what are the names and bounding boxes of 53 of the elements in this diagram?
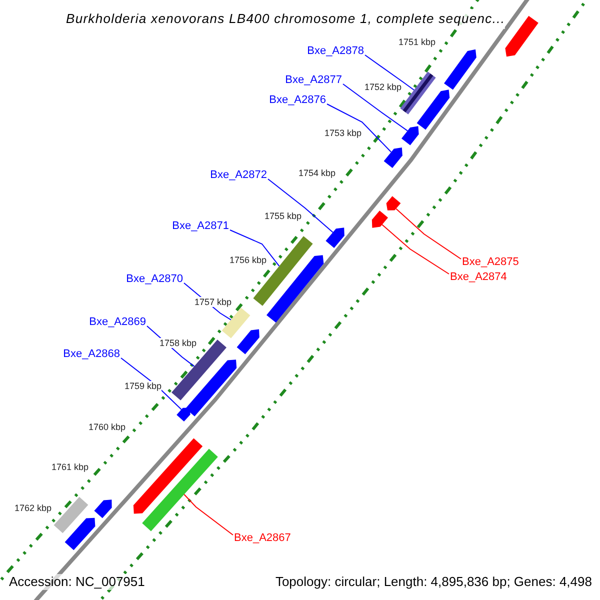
tick-label: 1756 kbp — [229, 255, 267, 265]
gene-block — [94, 500, 112, 518]
map-title: Burkholderia xenovorans LB400 chromosome 1, complete sequenc... — [66, 9, 506, 28]
leader-line — [326, 104, 392, 152]
leader-line — [342, 84, 408, 132]
tick-label: 1759 kbp — [124, 381, 162, 391]
tick-label: 1753 kbp — [324, 128, 362, 138]
tick-label: 1755 kbp — [264, 211, 302, 221]
gene-block — [416, 90, 450, 130]
leader-line — [230, 230, 280, 267]
gene-label: Bxe_A2867 — [234, 531, 291, 545]
gene-label: Bxe_A2869 — [89, 315, 146, 329]
gene-bar — [142, 448, 218, 532]
tick-label: 1754 kbp — [298, 168, 336, 178]
gene-label: Bxe_A2870 — [126, 272, 183, 286]
gene-label: Bxe_A2875 — [462, 255, 519, 269]
gene-block — [176, 408, 190, 422]
gene-label: Bxe_A2874 — [450, 270, 507, 284]
gene-block — [402, 126, 419, 146]
gene-bar — [54, 496, 88, 534]
tick-label: 1761 kbp — [51, 462, 89, 472]
gene-block — [505, 16, 538, 57]
leader-line — [382, 224, 450, 274]
accession-text: Accession: NC_007951 — [9, 574, 145, 590]
genome-stats-text: Topology: circular; Length: 4,895,836 bp; Genes: 4,498 — [275, 574, 592, 590]
gene-bar — [253, 236, 313, 306]
gene-bar — [222, 308, 250, 338]
tick-label: 1762 kbp — [14, 503, 52, 513]
tick-label: 1751 kbp — [398, 37, 436, 47]
gene-block — [444, 49, 476, 90]
gene-block — [384, 148, 402, 168]
tick-label: 1760 kbp — [88, 422, 126, 432]
tick-label: 1752 kbp — [364, 82, 402, 92]
gene-label: Bxe_A2871 — [172, 219, 229, 233]
gene-label: Bxe_A2868 — [63, 347, 120, 361]
leader-line — [364, 54, 414, 90]
leader-line — [396, 208, 462, 260]
gene-block — [326, 228, 344, 248]
gene-block — [236, 329, 260, 354]
gene-block — [266, 255, 324, 323]
gene-label: Bxe_A2878 — [307, 44, 364, 58]
tick-label: 1757 kbp — [194, 297, 232, 307]
leader-line — [268, 178, 334, 233]
gene-label: Bxe_A2876 — [269, 93, 326, 107]
gene-block — [64, 518, 96, 550]
gene-label: Bxe_A2877 — [285, 73, 342, 87]
gene-block — [133, 438, 203, 514]
gene-block — [372, 210, 388, 228]
gene-block — [386, 196, 401, 210]
tick-label: 1758 kbp — [159, 338, 197, 348]
leader-line — [184, 494, 234, 536]
gene-block — [186, 360, 237, 416]
gene-label: Bxe_A2872 — [210, 168, 267, 182]
